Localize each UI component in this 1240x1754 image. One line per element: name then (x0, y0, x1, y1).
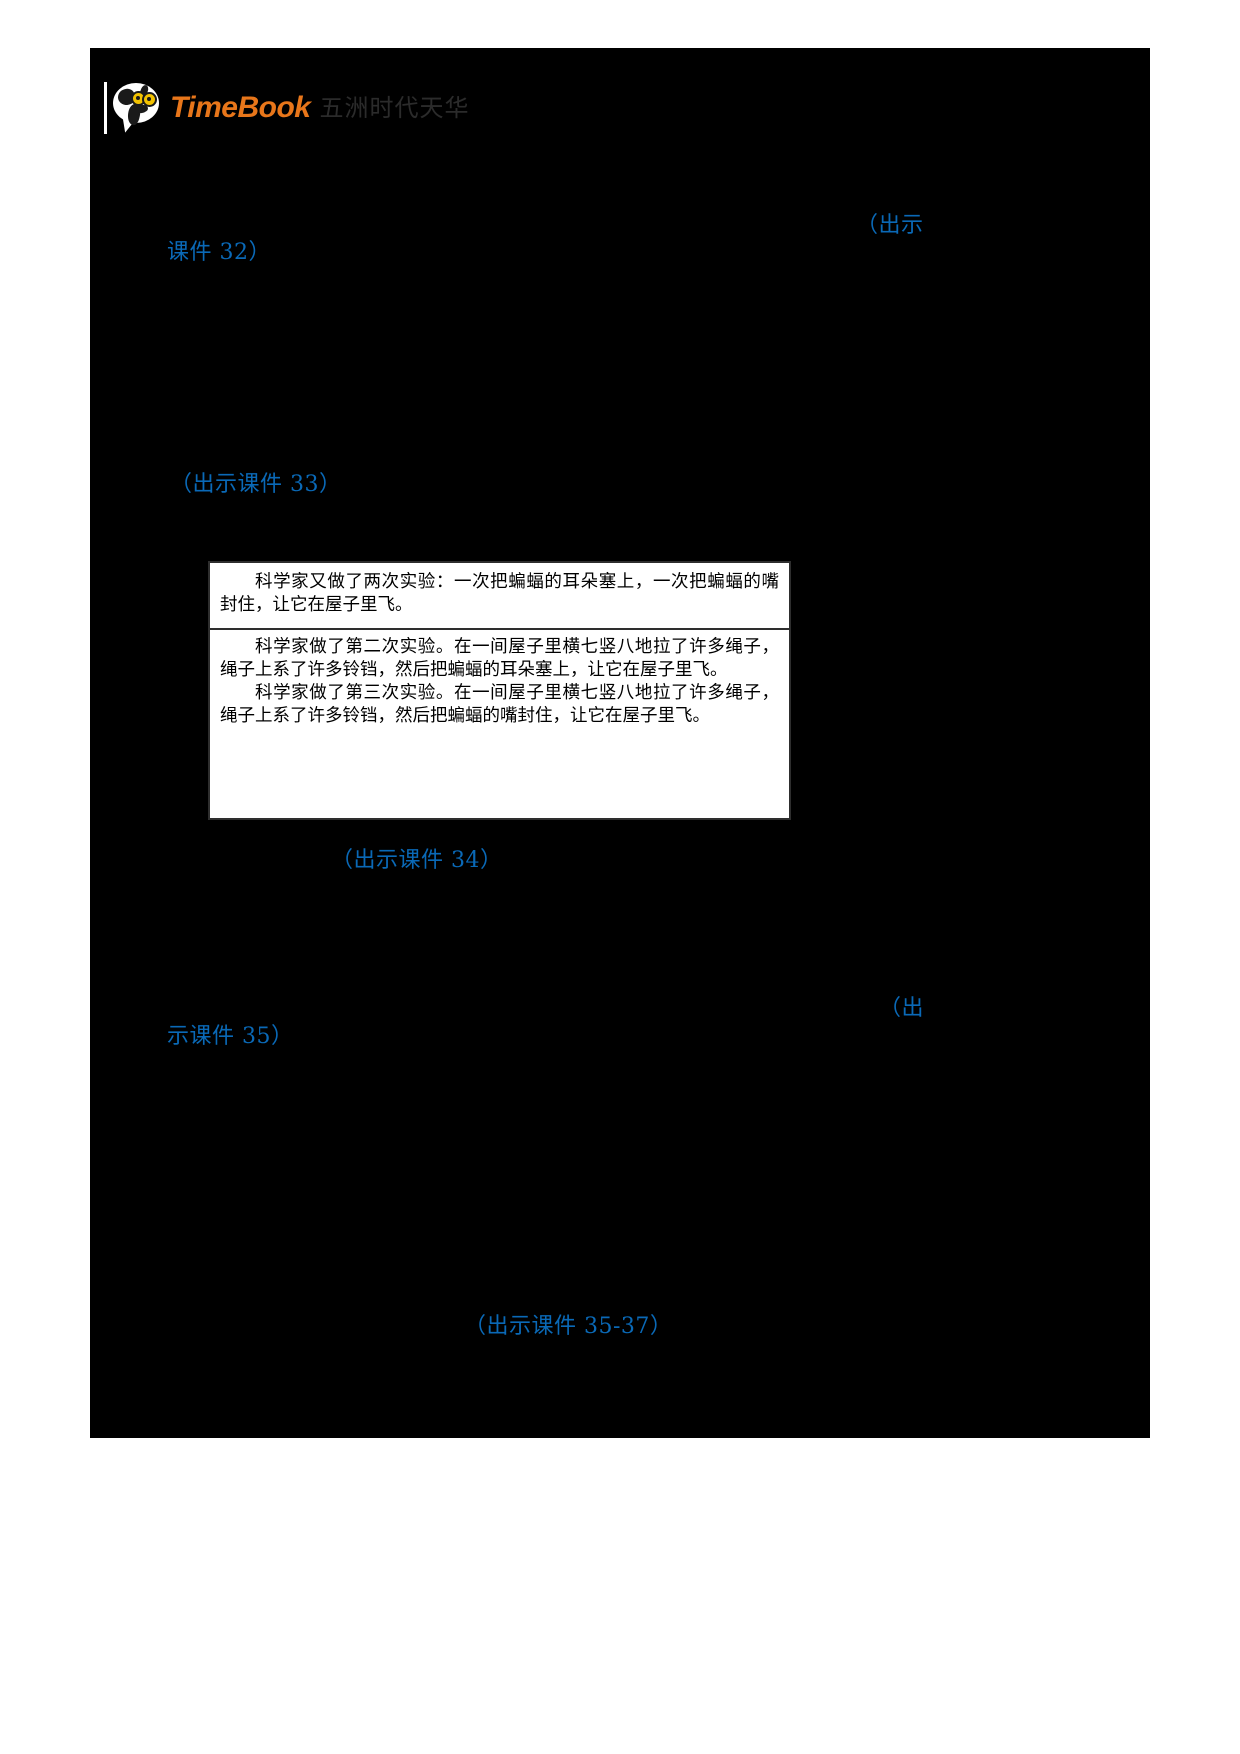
excerpt-inner-divider (210, 627, 789, 630)
cue-courseware-35-part2: 示课件 35） (167, 1024, 294, 1049)
excerpt-section1-paragraph: 科学家又做了两次实验：一次把蝙蝠的耳朵塞上，一次把蝙蝠的嘴封住，让它在屋子里飞。 (220, 572, 779, 616)
cue-courseware-35-37: （出示课件 35-37） (464, 1314, 673, 1339)
excerpt-section2-paragraph-2: 科学家做了第三次实验。在一间屋子里横七竖八地拉了许多绳子，绳子上系了许多铃铛，然… (220, 683, 779, 727)
dog-speech-bubble-icon (111, 82, 163, 135)
excerpt-section-2: 科学家做了第二次实验。在一间屋子里横七竖八地拉了许多绳子，绳子上系了许多铃铛，然… (210, 630, 789, 729)
excerpt-text-box: 科学家又做了两次实验：一次把蝙蝠的耳朵塞上，一次把蝙蝠的嘴封住，让它在屋子里飞。… (208, 561, 791, 820)
cue-courseware-35-part1: （出 (879, 996, 925, 1021)
cue-courseware-32-part2: 课件 32） (167, 240, 271, 265)
excerpt-section2-paragraph-1: 科学家做了第二次实验。在一间屋子里横七竖八地拉了许多绳子，绳子上系了许多铃铛，然… (220, 636, 779, 680)
excerpt-section-1: 科学家又做了两次实验：一次把蝙蝠的耳朵塞上，一次把蝙蝠的嘴封住，让它在屋子里飞。 (210, 563, 789, 622)
cue-courseware-33: （出示课件 33） (170, 472, 342, 497)
cue-courseware-34: （出示课件 34） (331, 848, 503, 873)
brand-logo: TimeBook 五洲时代天华 (104, 80, 469, 136)
dog-eye-right (142, 92, 157, 107)
logo-chinese-name: 五洲时代天华 (319, 94, 470, 122)
cue-courseware-32-part1: （出示 (856, 213, 924, 238)
logo-wordmark: TimeBook (170, 91, 311, 124)
logo-divider-rule (104, 82, 107, 134)
